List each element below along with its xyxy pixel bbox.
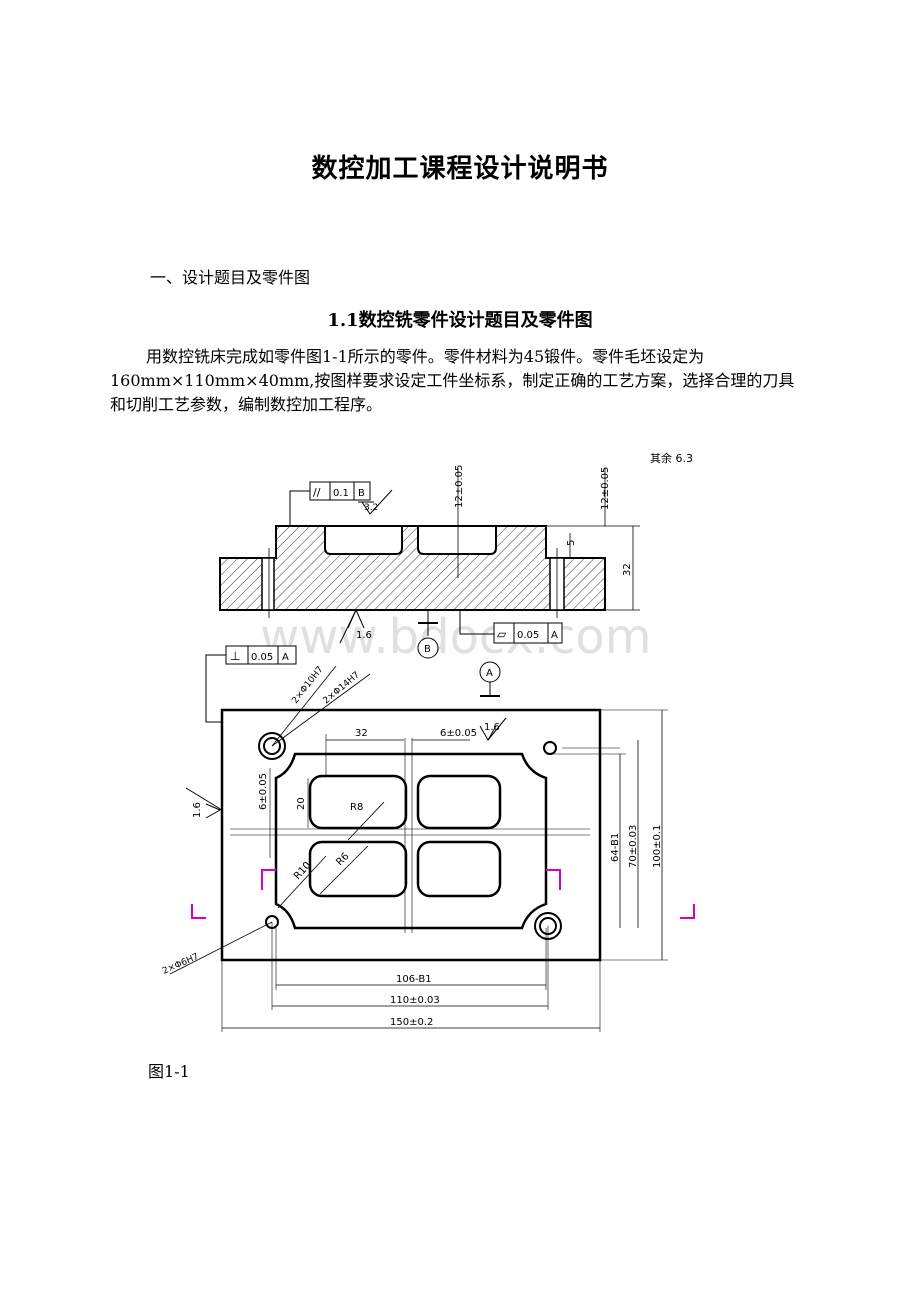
hole-callout-6h7: 2×Φ6H7 — [161, 952, 200, 977]
dim-20: 20 — [296, 797, 307, 810]
parallel-symbol: // — [313, 486, 321, 499]
datum-b: B — [424, 644, 431, 655]
perp-datum: A — [282, 652, 289, 663]
dim-64: 64-B1 — [610, 833, 621, 862]
body-paragraph: 用数控铣床完成如零件图1-1所示的零件。零件材料为45锻件。零件毛坯设定为160… — [110, 347, 795, 414]
dim-110: 110±0.03 — [390, 995, 440, 1006]
flatness-symbol: ▱ — [497, 627, 507, 641]
section-heading: 一、设计题目及零件图 — [150, 268, 311, 287]
flatness-datum: A — [551, 630, 558, 641]
parallel-value: 0.1 — [333, 488, 349, 499]
section-view: // 0.1 B 3.2 12±0.05 12±0.05 5 32 1.6 B … — [219, 465, 640, 659]
roughness-top: 3.2 — [364, 503, 378, 513]
roughness-1-6: 1.6 — [484, 722, 500, 733]
datum-a: A — [486, 668, 493, 679]
dim-pocket-depth-left: 12±0.05 — [454, 465, 465, 508]
dim-70: 70±0.03 — [628, 825, 639, 868]
dim-150: 150±0.2 — [390, 1017, 433, 1028]
part-drawing: www.bdocx.com 其余 6.3 // 0.1 B 3.2 12±0.0… — [161, 451, 695, 1032]
perp-value: 0.05 — [251, 652, 273, 663]
flatness-value: 0.05 — [517, 630, 539, 641]
plan-view: ⊥ 0.05 A A 2×Φ10H7 2×Φ14H7 — [161, 645, 695, 1032]
figure-caption: 图1-1 — [148, 1062, 190, 1081]
dim-pocket-depth-right: 12±0.05 — [600, 467, 611, 510]
dim-100: 100±0.1 — [652, 825, 663, 868]
perp-symbol: ⊥ — [230, 649, 240, 663]
parallel-datum: B — [358, 488, 365, 499]
dim-106: 106-B1 — [396, 974, 432, 985]
subsection-heading: 1.1数控铣零件设计题目及零件图 — [327, 310, 593, 331]
watermark: www.bdocx.com — [260, 609, 652, 665]
radius-r8: R8 — [350, 802, 363, 813]
dim-step: 5 — [566, 540, 577, 546]
roughness-note: 其余 6.3 — [650, 451, 693, 465]
dim-6: 6±0.05 — [440, 728, 477, 739]
dim-height: 32 — [622, 563, 633, 576]
roughness-side: 1.6 — [192, 802, 203, 818]
dim-6-left: 6±0.05 — [258, 773, 269, 810]
roughness-bottom: 1.6 — [356, 630, 372, 641]
hole-callout-14h7: 2×Φ14H7 — [322, 670, 362, 706]
document-title: 数控加工课程设计说明书 — [311, 154, 609, 184]
dim-32: 32 — [355, 728, 368, 739]
